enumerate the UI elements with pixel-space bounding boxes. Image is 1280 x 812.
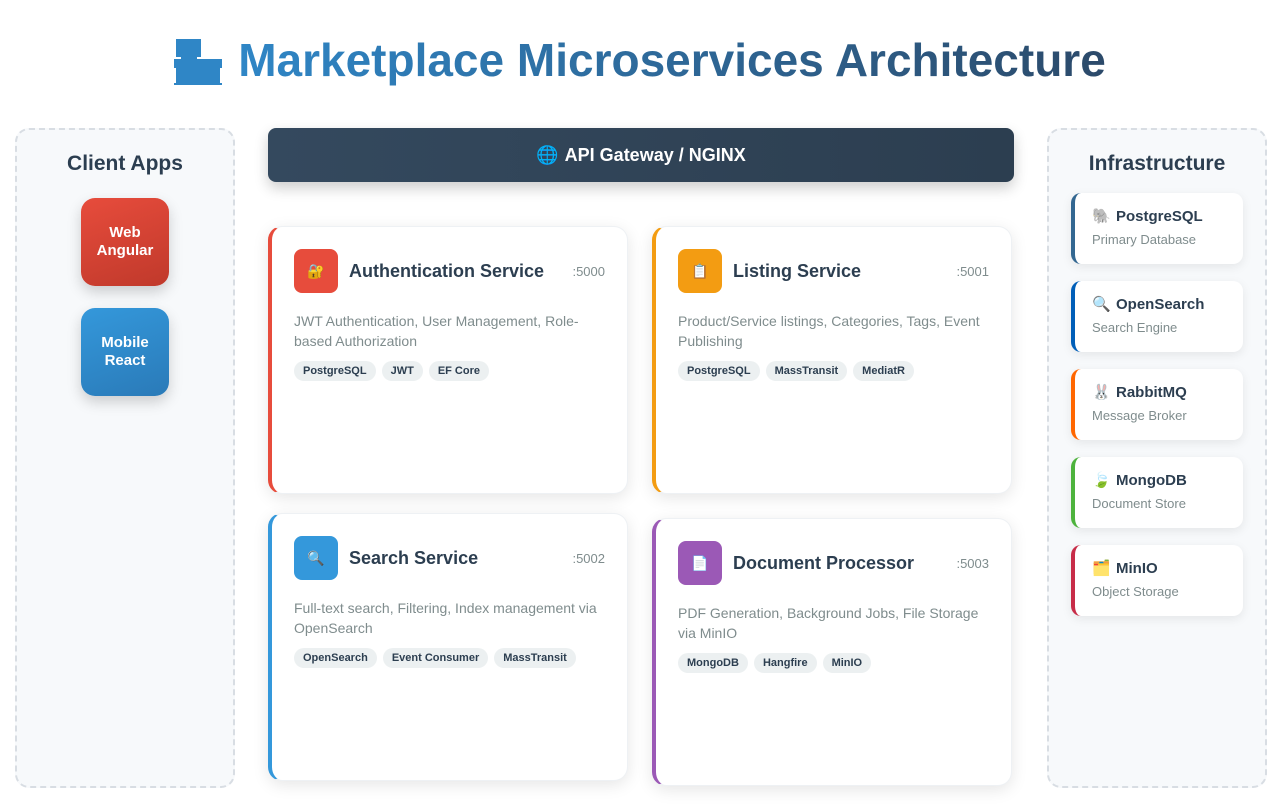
infra-description: Search Engine [1092,320,1178,335]
globe-icon: 🌐 [536,144,559,165]
service-port: :5003 [956,556,989,571]
service-tags: MongoDB Hangfire MinIO [678,653,872,673]
infra-name: PostgreSQL [1116,207,1203,225]
tech-tag: MongoDB [678,653,748,673]
listing-service-card[interactable]: 📋 Listing Service :5001 Product/Service … [652,226,1012,494]
service-title: Listing Service [733,261,862,281]
service-port: :5002 [572,551,605,566]
page-header: Marketplace Microservices Architecture [0,30,1280,90]
infra-description: Document Store [1092,496,1186,511]
service-tags: PostgreSQL JWT EF Core [294,361,489,381]
elephant-icon: 🐘 [1092,208,1111,225]
tech-tag: Event Consumer [382,648,489,668]
tech-tag: MediatR [853,361,914,381]
rabbit-icon: 🐰 [1092,384,1111,401]
service-port: :5001 [956,264,989,279]
api-gateway-label: API Gateway / NGINX [564,144,746,165]
api-gateway[interactable]: 🌐 API Gateway / NGINX [268,128,1014,182]
tech-tag: JWT [381,361,423,381]
client-label-line2: Angular [96,242,154,259]
opensearch-card[interactable]: 🔍 OpenSearch Search Engine [1071,281,1243,352]
service-description: Full-text search, Filtering, Index manag… [294,600,597,636]
infrastructure-panel: Infrastructure 🐘 PostgreSQL Primary Datab… [1047,128,1267,788]
infra-name: MinIO [1116,559,1158,577]
client-label-line1: Mobile [101,334,149,351]
tech-tag: Hangfire [753,653,817,673]
client-label-line2: React [104,352,146,369]
building-icon [174,35,224,85]
tech-tag: OpenSearch [294,648,377,668]
client-apps-title: Client Apps [67,152,183,175]
service-description: Product/Service listings, Categories, Ta… [678,313,980,349]
tech-tag: MinIO [822,653,872,673]
magnifier-icon: 🔍 [294,536,338,580]
infra-description: Message Broker [1092,408,1187,423]
mongodb-card[interactable]: 🍃 MongoDB Document Store [1071,457,1243,528]
service-title: Search Service [349,548,479,568]
infrastructure-title: Infrastructure [1088,152,1226,175]
postgresql-card[interactable]: 🐘 PostgreSQL Primary Database [1071,193,1243,264]
page-title: Marketplace Microservices Architecture [238,34,1106,86]
infra-name: RabbitMQ [1116,383,1187,401]
authentication-service-card[interactable]: 🔐 Authentication Service :5000 JWT Authe… [268,226,628,494]
rabbitmq-card[interactable]: 🐰 RabbitMQ Message Broker [1071,369,1243,440]
search-service-card[interactable]: 🔍 Search Service :5002 Full-text search,… [268,513,628,781]
leaf-icon: 🍃 [1092,472,1111,489]
magnifier-icon: 🔍 [1092,296,1111,313]
clipboard-icon: 📋 [678,249,722,293]
tech-tag: MassTransit [494,648,576,668]
service-title: Authentication Service [349,261,545,281]
document-icon: 📄 [678,541,722,585]
folder-icon: 🗂️ [1092,560,1111,577]
service-title: Document Processor [733,553,915,573]
tech-tag: EF Core [428,361,489,381]
document-processor-card[interactable]: 📄 Document Processor :5003 PDF Generatio… [652,518,1012,786]
infra-description: Primary Database [1092,232,1197,247]
infra-name: MongoDB [1116,471,1187,489]
service-description: JWT Authentication, User Management, Rol… [294,313,579,349]
service-description: PDF Generation, Background Jobs, File St… [678,605,979,641]
tech-tag: PostgreSQL [294,361,376,381]
service-tags: PostgreSQL MassTransit MediatR [678,361,914,381]
infra-description: Object Storage [1092,584,1179,599]
client-label-line1: Web [109,224,141,241]
minio-card[interactable]: 🗂️ MinIO Object Storage [1071,545,1243,616]
tech-tag: PostgreSQL [678,361,760,381]
lock-icon: 🔐 [294,249,338,293]
service-tags: OpenSearch Event Consumer MassTransit [294,648,576,668]
infra-name: OpenSearch [1116,295,1205,313]
service-port: :5000 [572,264,605,279]
tech-tag: MassTransit [765,361,848,381]
